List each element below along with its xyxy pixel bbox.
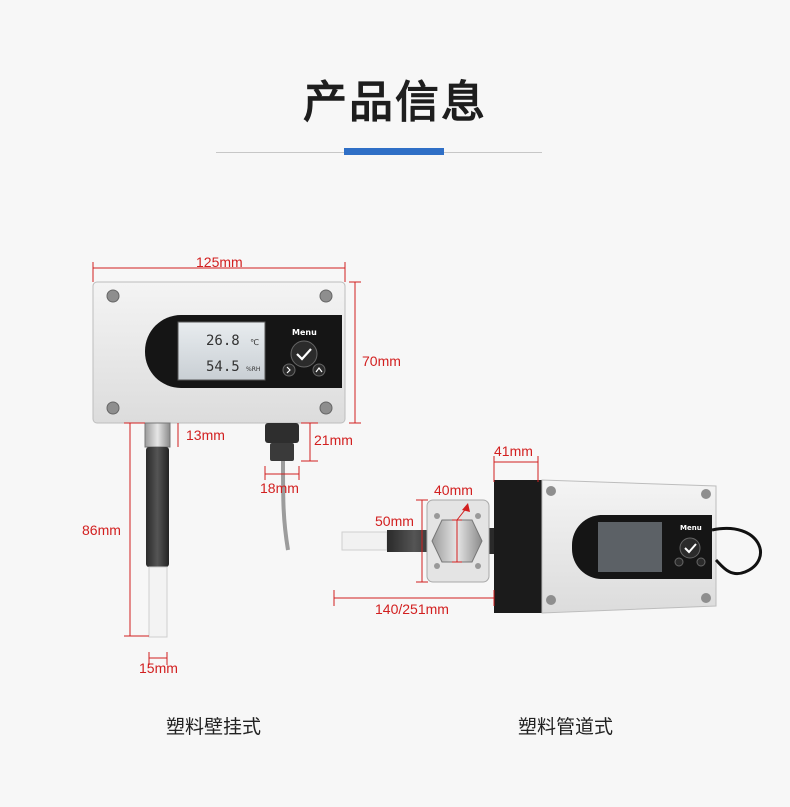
chevron-right-icon — [286, 366, 291, 374]
probe-collar — [144, 422, 171, 448]
duct-up-button[interactable] — [696, 557, 706, 567]
dim-height-label: 70mm — [362, 353, 401, 369]
title-accent-bar — [344, 148, 444, 155]
duct-right-button[interactable] — [674, 557, 684, 567]
confirm-button[interactable] — [290, 340, 318, 368]
right-button[interactable] — [282, 363, 296, 377]
check-icon — [296, 348, 312, 361]
wall-mount-caption: 塑料壁挂式 — [166, 716, 262, 738]
dim-gland-diameter-label: 18mm — [260, 480, 299, 496]
up-button[interactable] — [312, 363, 326, 377]
screw-icon — [106, 289, 120, 303]
wall-dimension-lines — [92, 262, 361, 665]
chevron-up-icon — [315, 367, 323, 373]
dim-probe-neck-label: 13mm — [186, 427, 225, 443]
lcd-temp-unit: ℃ — [250, 338, 259, 347]
duct-mount-device: Menu — [341, 479, 762, 614]
lcd-screen — [177, 321, 266, 381]
duct-lcd-screen — [598, 522, 662, 572]
dim-flange-outer-label: 50mm — [375, 513, 414, 529]
duct-menu-label: Menu — [680, 524, 702, 532]
dim-probe-length-label: 86mm — [82, 522, 121, 538]
duct-confirm-button[interactable] — [679, 537, 701, 559]
dim-flange-inner-label: 40mm — [434, 482, 473, 498]
duct-device-side — [494, 480, 542, 613]
duct-mount-caption: 塑料管道式 — [518, 716, 614, 738]
probe-body — [146, 447, 169, 567]
lcd-temperature: 26.8 — [206, 333, 240, 349]
cable — [281, 460, 290, 551]
cable-gland — [265, 423, 299, 443]
screw-icon — [319, 289, 333, 303]
dim-width-label: 125mm — [196, 254, 243, 270]
duct-probe-filter — [341, 531, 388, 551]
dim-depth-label: 41mm — [494, 443, 533, 459]
menu-label: Menu — [292, 328, 317, 337]
dim-duct-probe-length-label: 140/251mm — [375, 601, 449, 617]
screw-icon — [319, 401, 333, 415]
dim-probe-diameter-label: 15mm — [139, 660, 178, 676]
wall-mount-device: 26.8 ℃ 54.5 %RH Menu — [92, 281, 346, 638]
probe-filter — [148, 566, 168, 638]
duct-dimension-lines — [333, 456, 539, 606]
screw-icon — [106, 401, 120, 415]
dim-gland-height-label: 21mm — [314, 432, 353, 448]
check-icon — [684, 543, 697, 554]
duct-cable — [711, 526, 762, 575]
page-title: 产品信息 — [303, 77, 487, 128]
lcd-humidity: 54.5 — [206, 359, 240, 375]
lcd-humidity-unit: %RH — [246, 366, 260, 373]
